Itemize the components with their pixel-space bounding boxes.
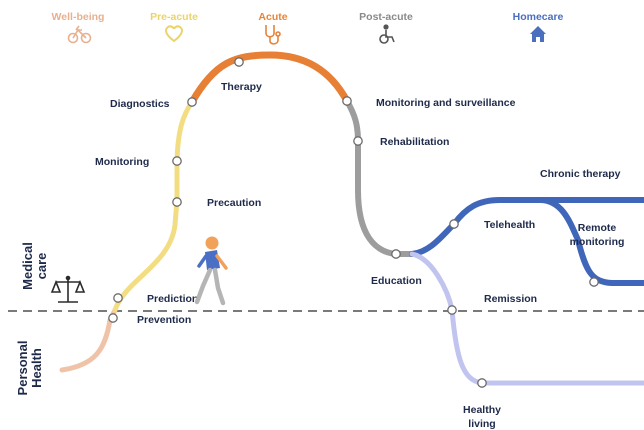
remote-monitoring-path (537, 197, 644, 286)
preacute-path (112, 99, 195, 313)
label-monitoring: Monitoring (95, 156, 149, 168)
side-label-health: Health (29, 348, 44, 388)
postacute-path (344, 98, 415, 257)
side-label-personal: Personal (15, 341, 30, 396)
label-prevention: Prevention (137, 314, 191, 326)
label-rehabilitation: Rehabilitation (380, 136, 449, 148)
node-telehealth (449, 219, 459, 229)
node-healthy-living (477, 378, 487, 388)
house-icon (530, 26, 546, 42)
node-remission (447, 305, 457, 315)
label-precaution: Precaution (207, 197, 261, 209)
node-therapy (234, 57, 244, 67)
label-diagnostics: Diagnostics (110, 98, 170, 110)
walking-person-icon (194, 236, 228, 306)
scale-icon (50, 275, 86, 303)
wellbeing-path (59, 307, 118, 373)
category-wellbeing-label: Well-being (52, 11, 105, 23)
label-remission: Remission (484, 293, 537, 305)
heart-icon (165, 25, 183, 43)
node-prevention (108, 313, 118, 323)
node-monitoring-surveillance (342, 96, 352, 106)
node-monitoring (172, 156, 182, 166)
remission-path (409, 251, 644, 386)
label-telehealth: Telehealth (484, 219, 535, 231)
acute-path (188, 51, 351, 106)
node-remote-monitoring (589, 277, 599, 287)
side-label-medical: Medical (20, 242, 35, 290)
stage-nodes (108, 57, 599, 388)
category-preacute-label: Pre-acute (150, 11, 198, 23)
wheelchair-icon (379, 24, 395, 44)
side-label-care: care (34, 253, 49, 280)
node-rehabilitation (353, 136, 363, 146)
label-living: living (468, 418, 495, 430)
label-healthy: Healthy (463, 404, 501, 416)
bicycle-icon (67, 25, 92, 44)
node-diagnostics (187, 97, 197, 107)
label-education: Education (371, 275, 422, 287)
label-prediction: Prediction (147, 293, 198, 305)
label-monitoring-surveillance: Monitoring and surveillance (376, 97, 516, 109)
label-therapy: Therapy (221, 81, 262, 93)
stethoscope-icon (265, 25, 281, 45)
category-acute-label: Acute (258, 11, 287, 23)
label-monitoring-2: monitoring (570, 236, 625, 248)
category-postacute-label: Post-acute (359, 11, 413, 23)
node-education (391, 249, 401, 259)
stage-labels: Diagnostics Therapy Monitoring and surve… (95, 81, 624, 430)
node-prediction (113, 293, 123, 303)
node-precaution (172, 197, 182, 207)
label-remote: Remote (578, 222, 617, 234)
category-header: Well-being Pre-acute Acute Post-acute Ho… (52, 11, 564, 45)
category-homecare-label: Homecare (513, 11, 564, 23)
label-chronic-therapy: Chronic therapy (540, 168, 621, 180)
